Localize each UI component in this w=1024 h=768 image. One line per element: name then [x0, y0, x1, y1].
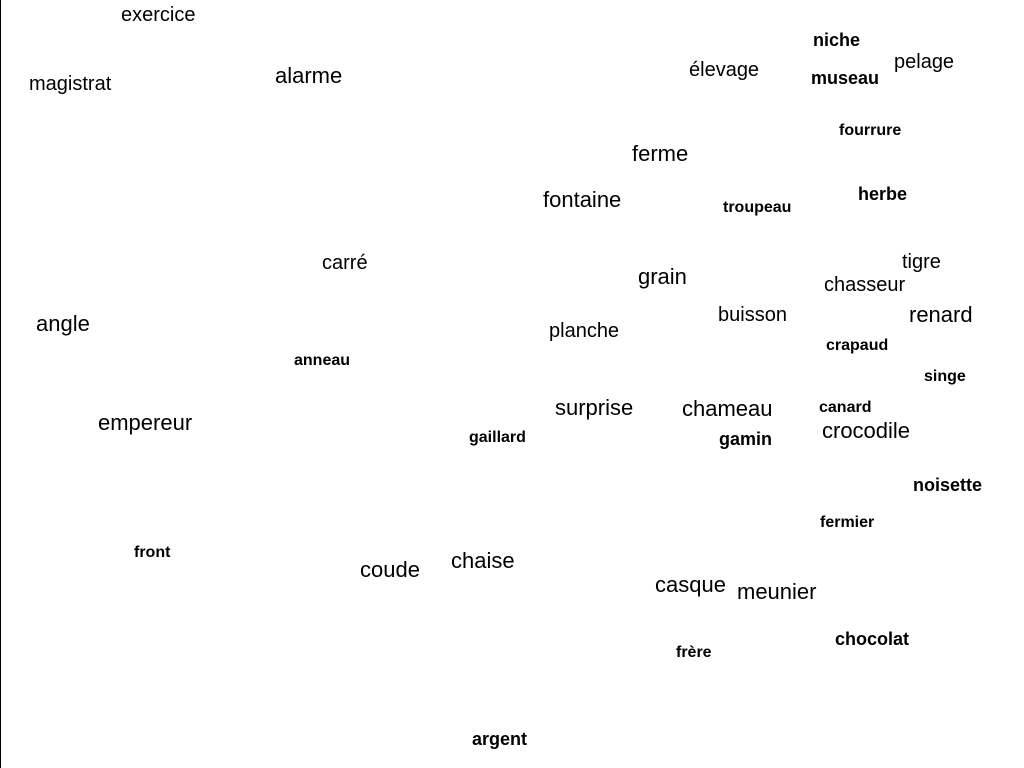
- word-pelage: pelage: [894, 51, 955, 73]
- word-troupeau: troupeau: [723, 199, 792, 216]
- word-elevage: élevage: [689, 59, 760, 81]
- word-singe: singe: [924, 368, 966, 385]
- word-tigre: tigre: [902, 251, 941, 273]
- word-casque: casque: [655, 572, 726, 597]
- word-argent: argent: [472, 729, 528, 749]
- word-canard: canard: [819, 399, 872, 416]
- word-chocolat: chocolat: [835, 629, 910, 649]
- word-chameau: chameau: [682, 396, 773, 421]
- word-chasseur: chasseur: [824, 274, 906, 296]
- word-museau: museau: [811, 68, 880, 88]
- word-fontaine: fontaine: [543, 187, 622, 212]
- word-niche: niche: [813, 30, 861, 50]
- word-anneau: anneau: [294, 352, 351, 369]
- word-front: front: [134, 544, 171, 561]
- word-herbe: herbe: [858, 184, 908, 204]
- word-buisson: buisson: [718, 304, 787, 326]
- word-frere: frère: [676, 644, 712, 661]
- left-border-line: [0, 0, 1, 768]
- word-noisette: noisette: [913, 475, 983, 495]
- word-crapaud: crapaud: [826, 337, 889, 354]
- word-fermier: fermier: [820, 514, 875, 531]
- word-coude: coude: [360, 557, 420, 582]
- word-meunier: meunier: [737, 579, 817, 604]
- word-empereur: empereur: [98, 410, 193, 435]
- word-angle: angle: [36, 311, 90, 336]
- word-grain: grain: [638, 264, 687, 289]
- word-surprise: surprise: [555, 395, 634, 420]
- word-ferme: ferme: [632, 141, 689, 166]
- word-exercice: exercice: [121, 4, 196, 26]
- word-magistrat: magistrat: [29, 73, 112, 95]
- word-crocodile: crocodile: [822, 418, 911, 443]
- word-gamin: gamin: [719, 429, 773, 449]
- word-renard: renard: [909, 302, 973, 327]
- word-alarme: alarme: [275, 63, 343, 88]
- word-chaise: chaise: [451, 548, 515, 573]
- word-planche: planche: [549, 320, 620, 342]
- word-carre: carré: [322, 252, 368, 274]
- word-gaillard: gaillard: [469, 429, 526, 446]
- word-fourrure: fourrure: [839, 122, 902, 139]
